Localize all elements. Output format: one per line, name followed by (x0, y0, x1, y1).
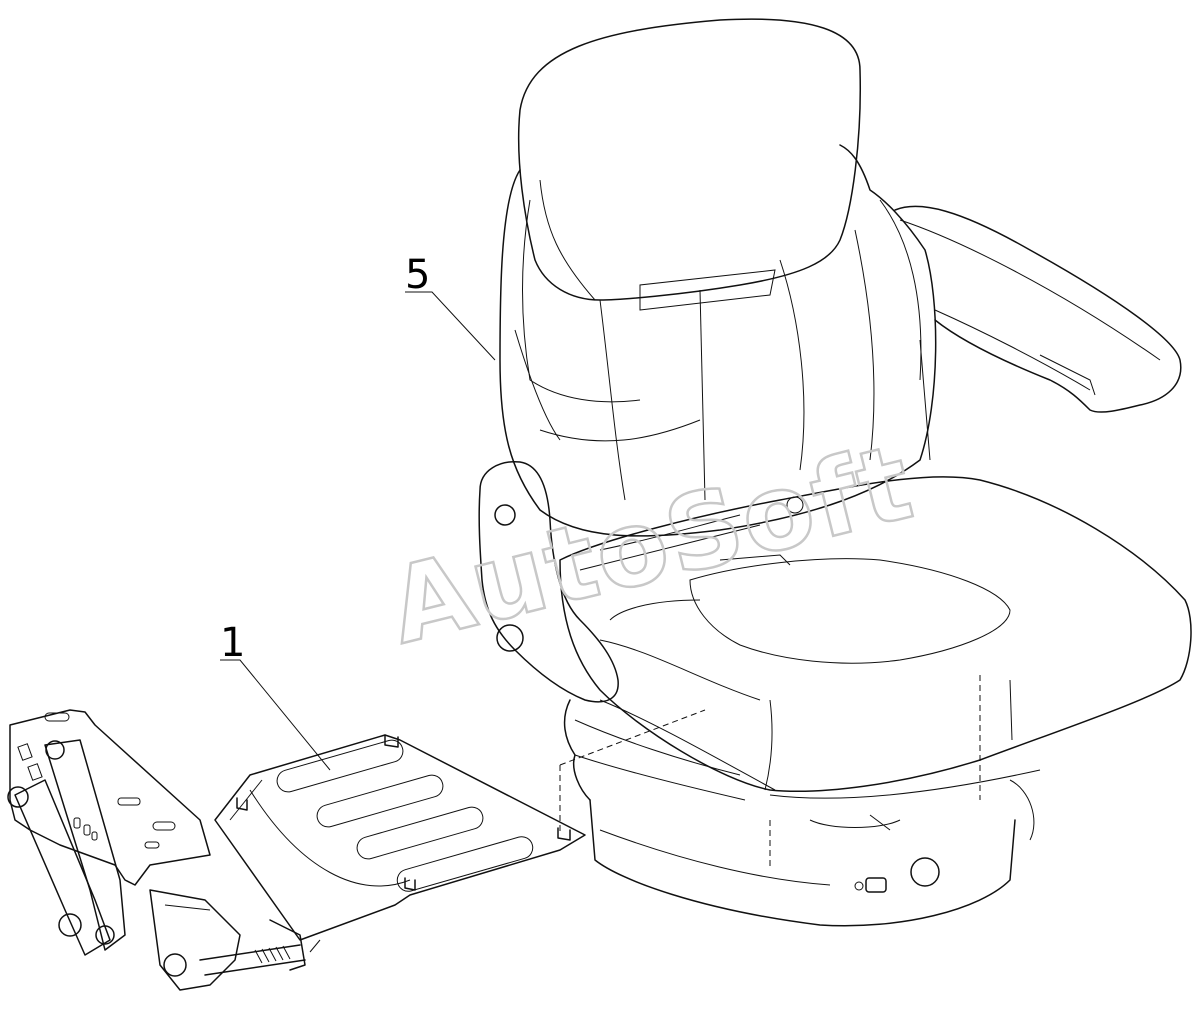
callout-5-label: 5 (405, 252, 430, 298)
callout-1-leader (220, 659, 331, 771)
callout-1: 1 (220, 620, 331, 771)
callout-5-leader (405, 291, 496, 361)
callout-1-label: 1 (220, 620, 245, 666)
mounting-bracket-assembly (7, 709, 586, 991)
callout-5: 5 (405, 252, 496, 361)
seat-assembly (478, 18, 1192, 927)
watermark: AutoSoft (378, 420, 925, 667)
